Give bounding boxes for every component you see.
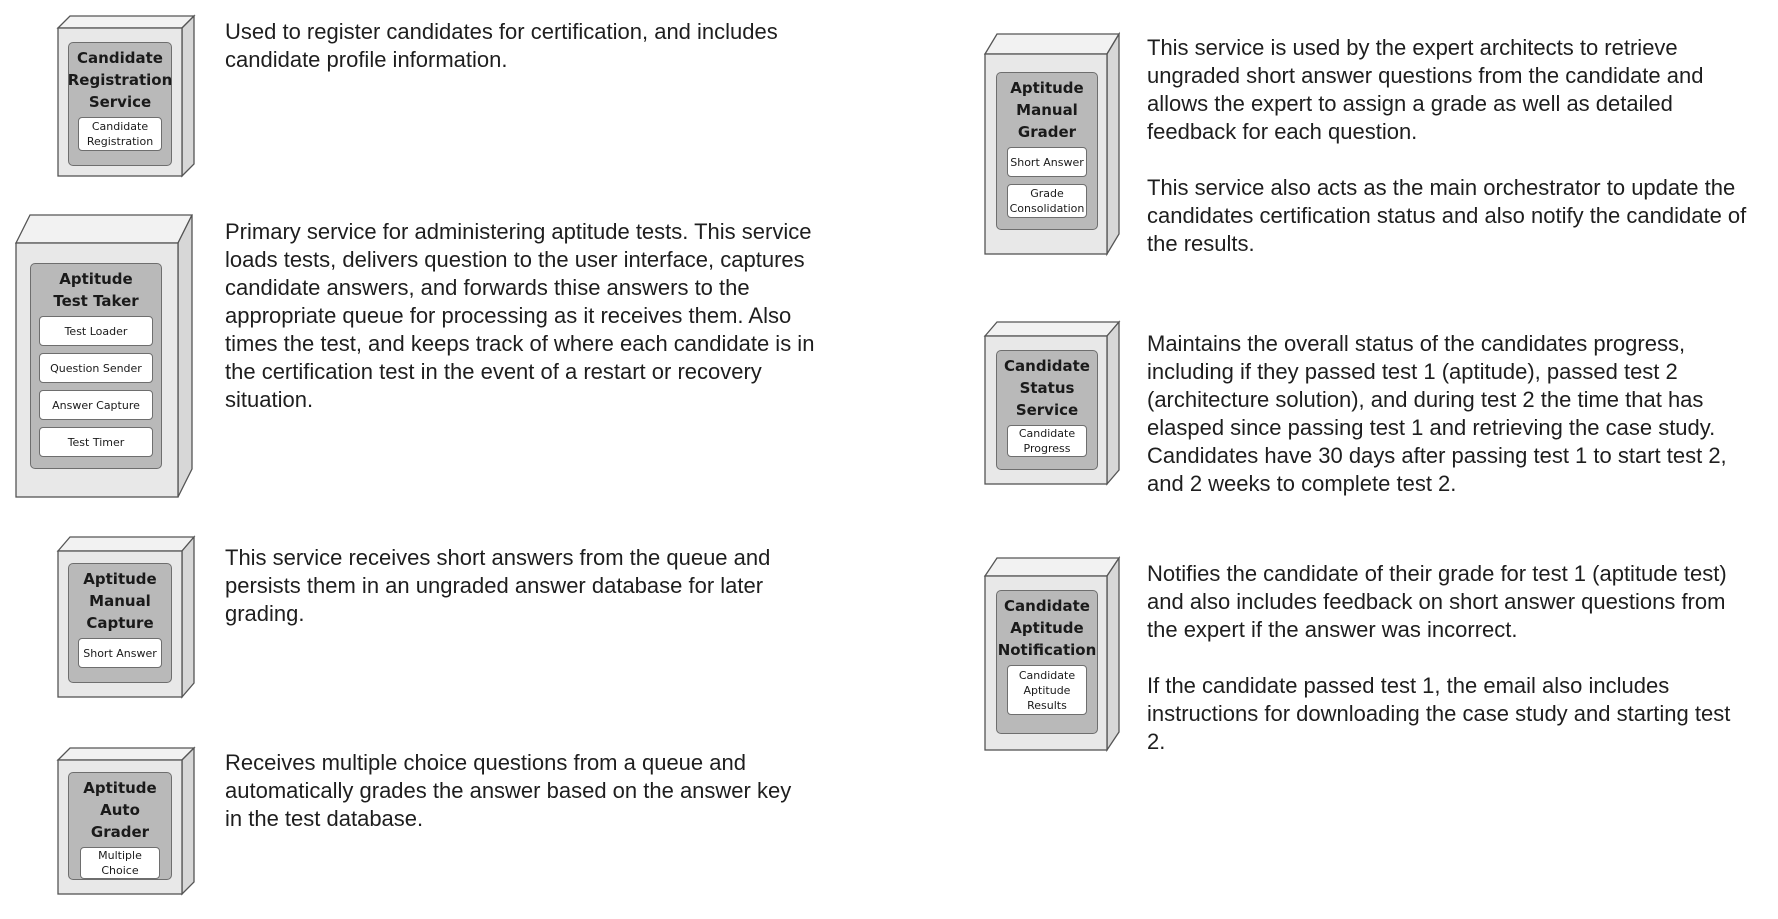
component-candidate-registration: Candidate Registration xyxy=(78,117,162,151)
description-paragraph: This service receives short answers from… xyxy=(225,545,771,626)
service-inner-panel: Aptitude Test Taker Test Loader Question… xyxy=(30,263,162,469)
component-multiple-choice: Multiple Choice xyxy=(80,847,160,879)
service-description: This service receives short answers from… xyxy=(225,544,825,628)
service-description: Maintains the overall status of the cand… xyxy=(1147,330,1747,498)
description-paragraph: Primary service for administering aptitu… xyxy=(225,219,815,412)
service-description: Primary service for administering aptitu… xyxy=(225,218,815,414)
component-test-timer: Test Timer xyxy=(39,427,153,457)
service-name: Aptitude Test Taker xyxy=(53,270,139,310)
service-description: Used to register candidates for certific… xyxy=(225,18,785,74)
service-inner-panel: Candidate Registration Service Candidate… xyxy=(68,42,172,166)
description-paragraph: Used to register candidates for certific… xyxy=(225,19,778,72)
service-name: Aptitude Manual Capture xyxy=(83,570,157,632)
component-short-answer: Short Answer xyxy=(78,638,162,668)
component-candidate-aptitude-results: Candidate Aptitude Results xyxy=(1007,665,1087,715)
component-question-sender: Question Sender xyxy=(39,353,153,383)
service-name: Candidate Aptitude Notification xyxy=(997,597,1097,659)
component-answer-capture: Answer Capture xyxy=(39,390,153,420)
service-inner-panel: Aptitude Manual Grader Short Answer Grad… xyxy=(996,72,1098,230)
service-description: This service is used by the expert archi… xyxy=(1147,34,1747,258)
service-inner-panel: Aptitude Auto Grader Multiple Choice xyxy=(68,772,172,880)
description-paragraph: Maintains the overall status of the cand… xyxy=(1147,331,1727,496)
component-test-loader: Test Loader xyxy=(39,316,153,346)
service-description: Receives multiple choice questions from … xyxy=(225,749,805,833)
service-name: Aptitude Manual Grader xyxy=(1010,79,1084,141)
component-short-answer: Short Answer xyxy=(1007,147,1087,177)
service-inner-panel: Aptitude Manual Capture Short Answer xyxy=(68,563,172,683)
component-candidate-progress: Candidate Progress xyxy=(1007,425,1087,457)
service-inner-panel: Candidate Aptitude Notification Candidat… xyxy=(996,590,1098,734)
service-description: Notifies the candidate of their grade fo… xyxy=(1147,560,1747,756)
component-grade-consolidation: Grade Consolidation xyxy=(1007,184,1087,218)
service-name: Candidate Status Service xyxy=(1004,357,1090,419)
service-name: Aptitude Auto Grader xyxy=(83,779,157,841)
description-paragraph: If the candidate passed test 1, the emai… xyxy=(1147,673,1731,754)
service-name: Candidate Registration Service xyxy=(67,49,173,111)
description-paragraph: This service also acts as the main orche… xyxy=(1147,175,1747,256)
service-inner-panel: Candidate Status Service Candidate Progr… xyxy=(996,350,1098,470)
description-paragraph: This service is used by the expert archi… xyxy=(1147,35,1704,144)
description-paragraph: Receives multiple choice questions from … xyxy=(225,750,792,831)
description-paragraph: Notifies the candidate of their grade fo… xyxy=(1147,561,1727,642)
